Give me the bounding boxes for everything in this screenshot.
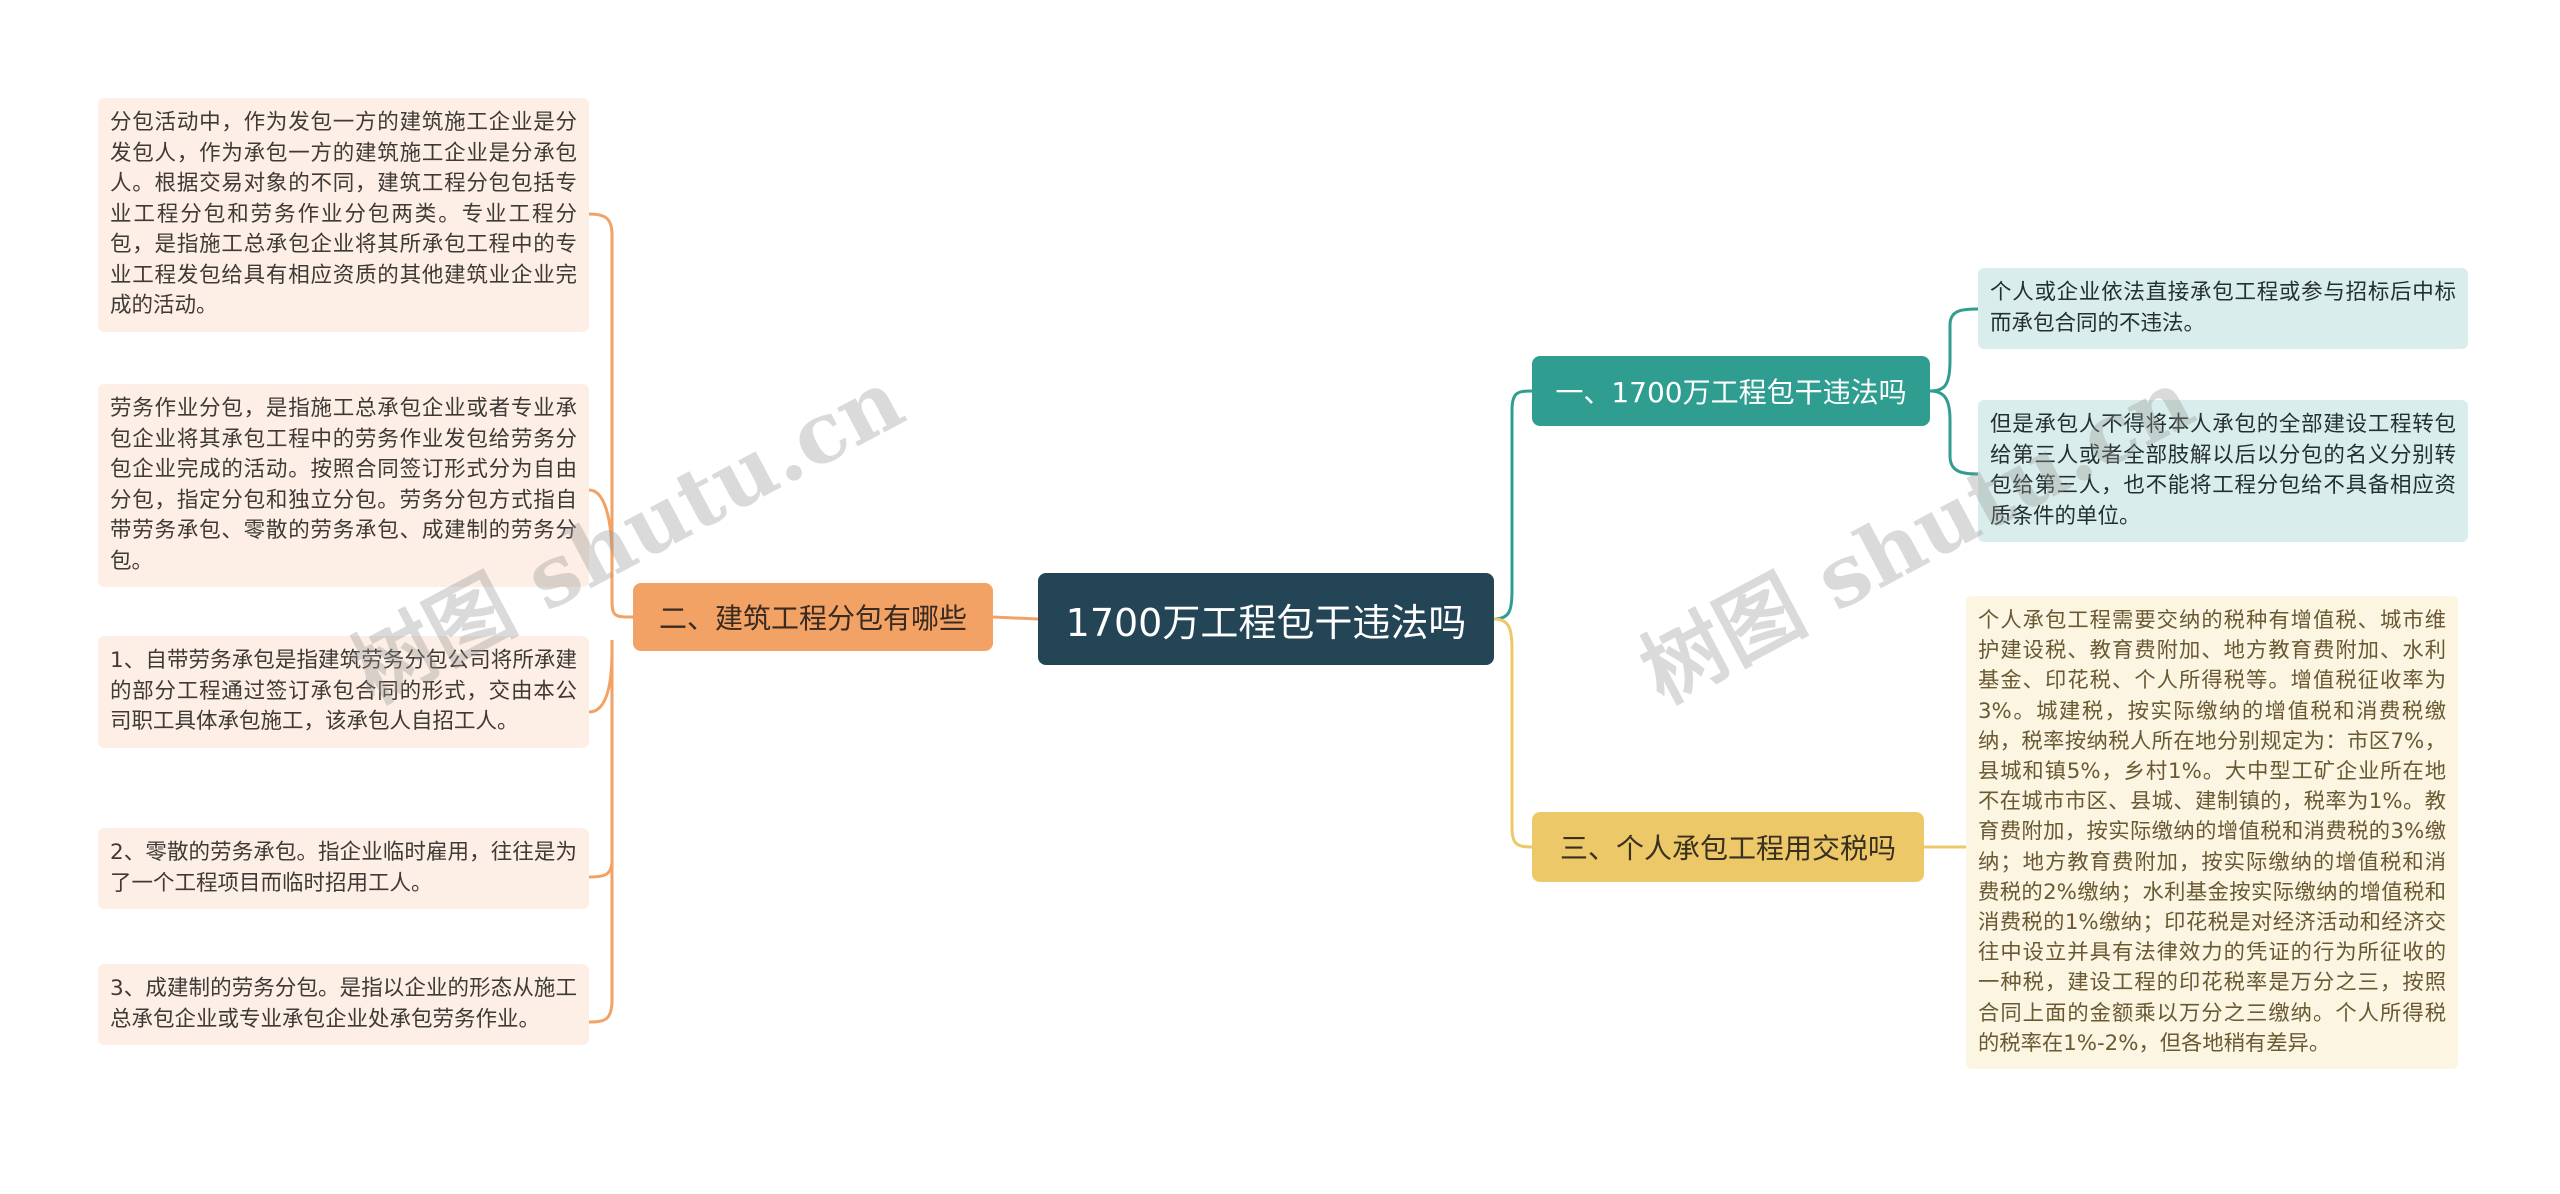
leaf-subcontract-definition: 分包活动中，作为发包一方的建筑施工企业是分发包人，作为承包一方的建筑施工企业是分…	[98, 98, 589, 332]
leaf-organized-labor: 3、成建制的劳务分包。是指以企业的形态从施工总承包企业或专业承包企业处承包劳务作…	[98, 964, 589, 1045]
leaf-not-illegal: 个人或企业依法直接承包工程或参与招标后中标而承包合同的不违法。	[1978, 268, 2468, 349]
link-right1-leaf2	[1929, 389, 1979, 476]
branch-tax-question[interactable]: 三、个人承包工程用交税吗	[1532, 812, 1924, 882]
branch-label: 一、1700万工程包干违法吗	[1555, 376, 1907, 409]
branch-label: 三、个人承包工程用交税吗	[1559, 832, 1896, 865]
leaf-no-transfer: 但是承包人不得将本人承包的全部建设工程转包给第三人或者全部肢解以后以分包的名义分…	[1978, 400, 2468, 542]
root-title: 1700万工程包干违法吗	[1065, 600, 1467, 645]
link-left-leaves	[588, 212, 634, 619]
link-right1-leaf1	[1929, 307, 1979, 393]
leaf-casual-labor: 2、零散的劳务承包。指企业临时雇用，往往是为了一个工程项目而临时招用工人。	[98, 828, 589, 909]
branch-subcontract-types[interactable]: 二、建筑工程分包有哪些	[633, 583, 993, 651]
link-left-leaf2	[588, 488, 614, 561]
link-root-left	[992, 615, 1039, 621]
root-node[interactable]: 1700万工程包干违法吗	[1038, 573, 1494, 665]
link-root-right3	[1493, 617, 1533, 849]
link-left-leaf4	[588, 640, 614, 1024]
link-root-right1	[1493, 389, 1533, 621]
link-left-leaf3	[588, 649, 614, 714]
leaf-labor-subcontract: 劳务作业分包，是指施工总承包企业或者专业承包企业将其承包工程中的劳务作业发包给劳…	[98, 384, 589, 587]
branch-label: 二、建筑工程分包有哪些	[658, 602, 967, 635]
branch-is-it-illegal[interactable]: 一、1700万工程包干违法吗	[1532, 356, 1930, 426]
link-left-leaf5	[588, 859, 614, 879]
leaf-self-labor: 1、自带劳务承包是指建筑劳务分包公司将所承建的部分工程通过签订承包合同的形式，交…	[98, 636, 589, 748]
leaf-tax-details: 个人承包工程需要交纳的税种有增值税、城市维护建设税、教育费附加、地方教育费附加、…	[1966, 596, 2458, 1070]
